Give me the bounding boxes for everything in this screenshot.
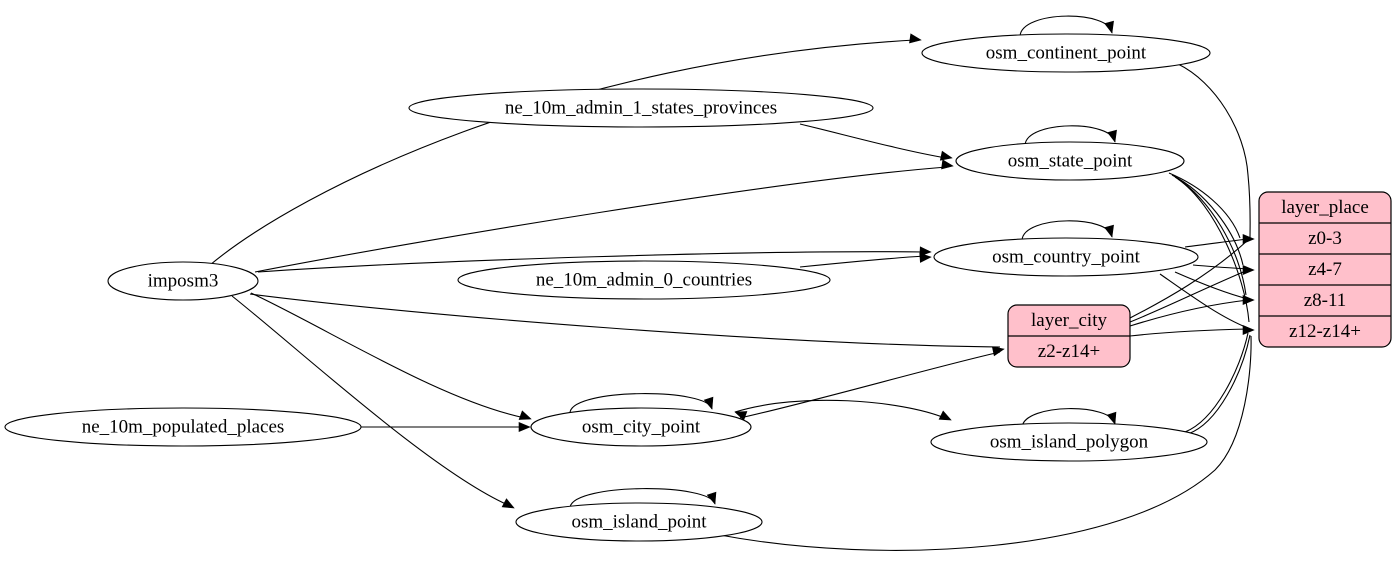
node-label-osm_state_point: osm_state_point	[1008, 150, 1133, 171]
record-node-layer_place[interactable]: layer_place z0-3 z4-7 z8-11 z12-z14+	[1258, 191, 1392, 348]
arrowhead-osm_state_point-in-2	[939, 150, 953, 161]
node-osm_island_point[interactable]: osm_island_point	[515, 502, 763, 542]
edge-imposm3-to-osm_state_point	[254, 166, 948, 273]
node-shape-osm_state_point	[955, 141, 1185, 181]
edge-osm_island_point-to-osm_island_point	[569, 488, 716, 508]
arrowhead-osm_country_point-self	[1104, 224, 1114, 238]
edge-osm_country_point-to-layer_place_z8_11	[1174, 271, 1249, 300]
node-shape-osm_island_point	[515, 502, 763, 542]
edge-osm_state_point-to-layer_place_b	[1171, 174, 1244, 266]
record-row-layer_place-4[interactable]: z12-z14+	[1289, 321, 1361, 342]
node-label-ne_places: ne_10m_populated_places	[82, 416, 285, 437]
node-shape-imposm3	[107, 261, 259, 301]
node-shape-osm_city_point	[530, 407, 752, 447]
edge-imposm3-to-osm_island_point	[231, 295, 509, 506]
node-label-osm_island_point: osm_island_point	[571, 511, 707, 532]
node-osm_state_point[interactable]: osm_state_point	[955, 141, 1185, 181]
record-row-layer_place-3[interactable]: z8-11	[1304, 290, 1347, 311]
node-label-ne_countries: ne_10m_admin_0_countries	[536, 269, 752, 290]
node-shape-osm_continent_point	[921, 33, 1211, 73]
edge-layer_city-to-layer_place_z8_11	[1129, 299, 1249, 327]
edge-osm_island_polygon-to-layer_place_z12b	[1187, 334, 1251, 435]
edge-osm_island_polygon-to-layer_place_z12	[1184, 332, 1249, 433]
edge-osm_city_point-to-osm_island_polygon	[734, 399, 946, 419]
arrowhead-osm_state_point-in-1	[941, 159, 954, 170]
node-shape-ne_states	[408, 88, 874, 128]
edge-osm_state_point-to-layer_place	[1168, 172, 1241, 239]
arrowhead-osm_island_point-in	[501, 498, 515, 509]
arrowhead-layer_place-z12-z14	[1242, 324, 1255, 336]
edge-layer_city-to-layer_place_z12	[1129, 328, 1249, 337]
node-ne_places[interactable]: ne_10m_populated_places	[4, 407, 362, 447]
node-label-osm_city_point: osm_city_point	[582, 416, 701, 437]
arrowhead-osm_island_polygon-self	[1106, 411, 1117, 425]
edge-ne_countries-to-osm_country_point	[799, 255, 926, 268]
edge-osm_country_point-to-osm_country_point	[1021, 220, 1113, 241]
arrowhead-osm_country_point-in-2	[919, 252, 932, 263]
arrowhead-osm_city_point-in-2	[518, 421, 531, 433]
node-label-imposm3: imposm3	[148, 270, 219, 291]
nodes-layer: imposm3 ne_10m_admin_1_states_provincesne…	[4, 33, 1211, 542]
node-shape-ne_places	[4, 407, 362, 447]
record-row-layer_place-2[interactable]: z4-7	[1308, 259, 1342, 280]
arrowhead-layer_place-z4-7	[1242, 264, 1255, 276]
arrowhead-layer_place-z8-11	[1242, 294, 1255, 306]
node-label-osm_continent_point: osm_continent_point	[986, 42, 1147, 63]
edge-osm_state_point-to-layer_place_d	[1177, 178, 1250, 323]
node-osm_city_point[interactable]: osm_city_point	[530, 407, 752, 447]
node-label-osm_country_point: osm_country_point	[992, 246, 1140, 267]
edge-osm_continent_point-to-layer_place_z0_3	[1177, 63, 1251, 239]
records-layer: layer_place z0-3 z4-7 z8-11 z12-z14+ layer_ci…	[1007, 191, 1392, 368]
arrowhead-layer_city-in	[991, 346, 1005, 357]
node-osm_continent_point[interactable]: osm_continent_point	[921, 33, 1211, 73]
arrowhead-osm_city_point-in-3	[734, 411, 748, 421]
edge-osm_state_point-to-layer_place_c	[1174, 176, 1247, 296]
record-node-layer_city[interactable]: layer_city z2-z14+	[1007, 304, 1131, 368]
edge-imposm3-to-osm_country_point	[257, 251, 926, 273]
edge-imposm3-to-osm_continent_point	[209, 39, 916, 266]
edge-imposm3-to-osm_city_point	[250, 292, 526, 419]
edge-osm_country_point-to-layer_place_z12	[1159, 273, 1249, 329]
record-row-layer_place-1[interactable]: z0-3	[1308, 228, 1342, 249]
node-osm_island_polygon[interactable]: osm_island_polygon	[930, 422, 1208, 462]
arrowhead-osm_continent_point-in	[909, 33, 922, 44]
node-label-ne_states: ne_10m_admin_1_states_provinces	[505, 97, 777, 118]
node-ne_states[interactable]: ne_10m_admin_1_states_provinces	[408, 88, 874, 128]
arrowhead-osm_state_point-self	[1107, 129, 1117, 143]
edge-layer_city-to-layer_place_z4_7	[1129, 269, 1249, 323]
node-shape-ne_countries	[457, 260, 831, 300]
edge-ne_states-to-osm_state_point	[799, 123, 947, 159]
edge-osm_country_point-to-layer_place_z0_3	[1184, 238, 1249, 248]
edge-layer_city-to-layer_place_z0_3	[1129, 239, 1249, 319]
node-shape-osm_country_point	[933, 237, 1199, 277]
arrowhead-layer_place-z0-3	[1242, 233, 1255, 245]
edge-osm_island_point-to-layer_place_z12c	[719, 335, 1252, 551]
edge-osm_city_point-to-layer_city	[739, 351, 1001, 419]
record-row-layer_place-header[interactable]: layer_place	[1281, 197, 1369, 218]
edge-imposm3-to-layer_city	[249, 293, 1001, 348]
record-box-layer_place	[1258, 191, 1392, 348]
record-row-layer_city-1[interactable]: z2-z14+	[1038, 341, 1100, 362]
node-imposm3[interactable]: imposm3	[107, 261, 259, 301]
arrowhead-osm_city_point-self	[703, 396, 714, 410]
record-row-layer_city-header[interactable]: layer_city	[1031, 310, 1107, 331]
node-ne_countries[interactable]: ne_10m_admin_0_countries	[457, 260, 831, 300]
node-osm_country_point[interactable]: osm_country_point	[933, 237, 1199, 277]
arrowhead-osm_island_point-self	[706, 491, 717, 505]
arrowhead-osm_continent_point-self	[1104, 20, 1114, 34]
arrowhead-osm_city_point-in-1	[518, 410, 532, 420]
arrowhead-osm_island_polygon-in	[938, 410, 952, 421]
node-label-osm_island_polygon: osm_island_polygon	[990, 431, 1149, 452]
edge-osm_city_point-to-osm_city_point	[569, 393, 713, 413]
edges-layer	[209, 15, 1255, 551]
edge-osm_continent_point-to-osm_continent_point	[1019, 15, 1113, 37]
arrowhead-osm_country_point-in-1	[919, 246, 932, 257]
node-shape-osm_island_polygon	[930, 422, 1208, 462]
